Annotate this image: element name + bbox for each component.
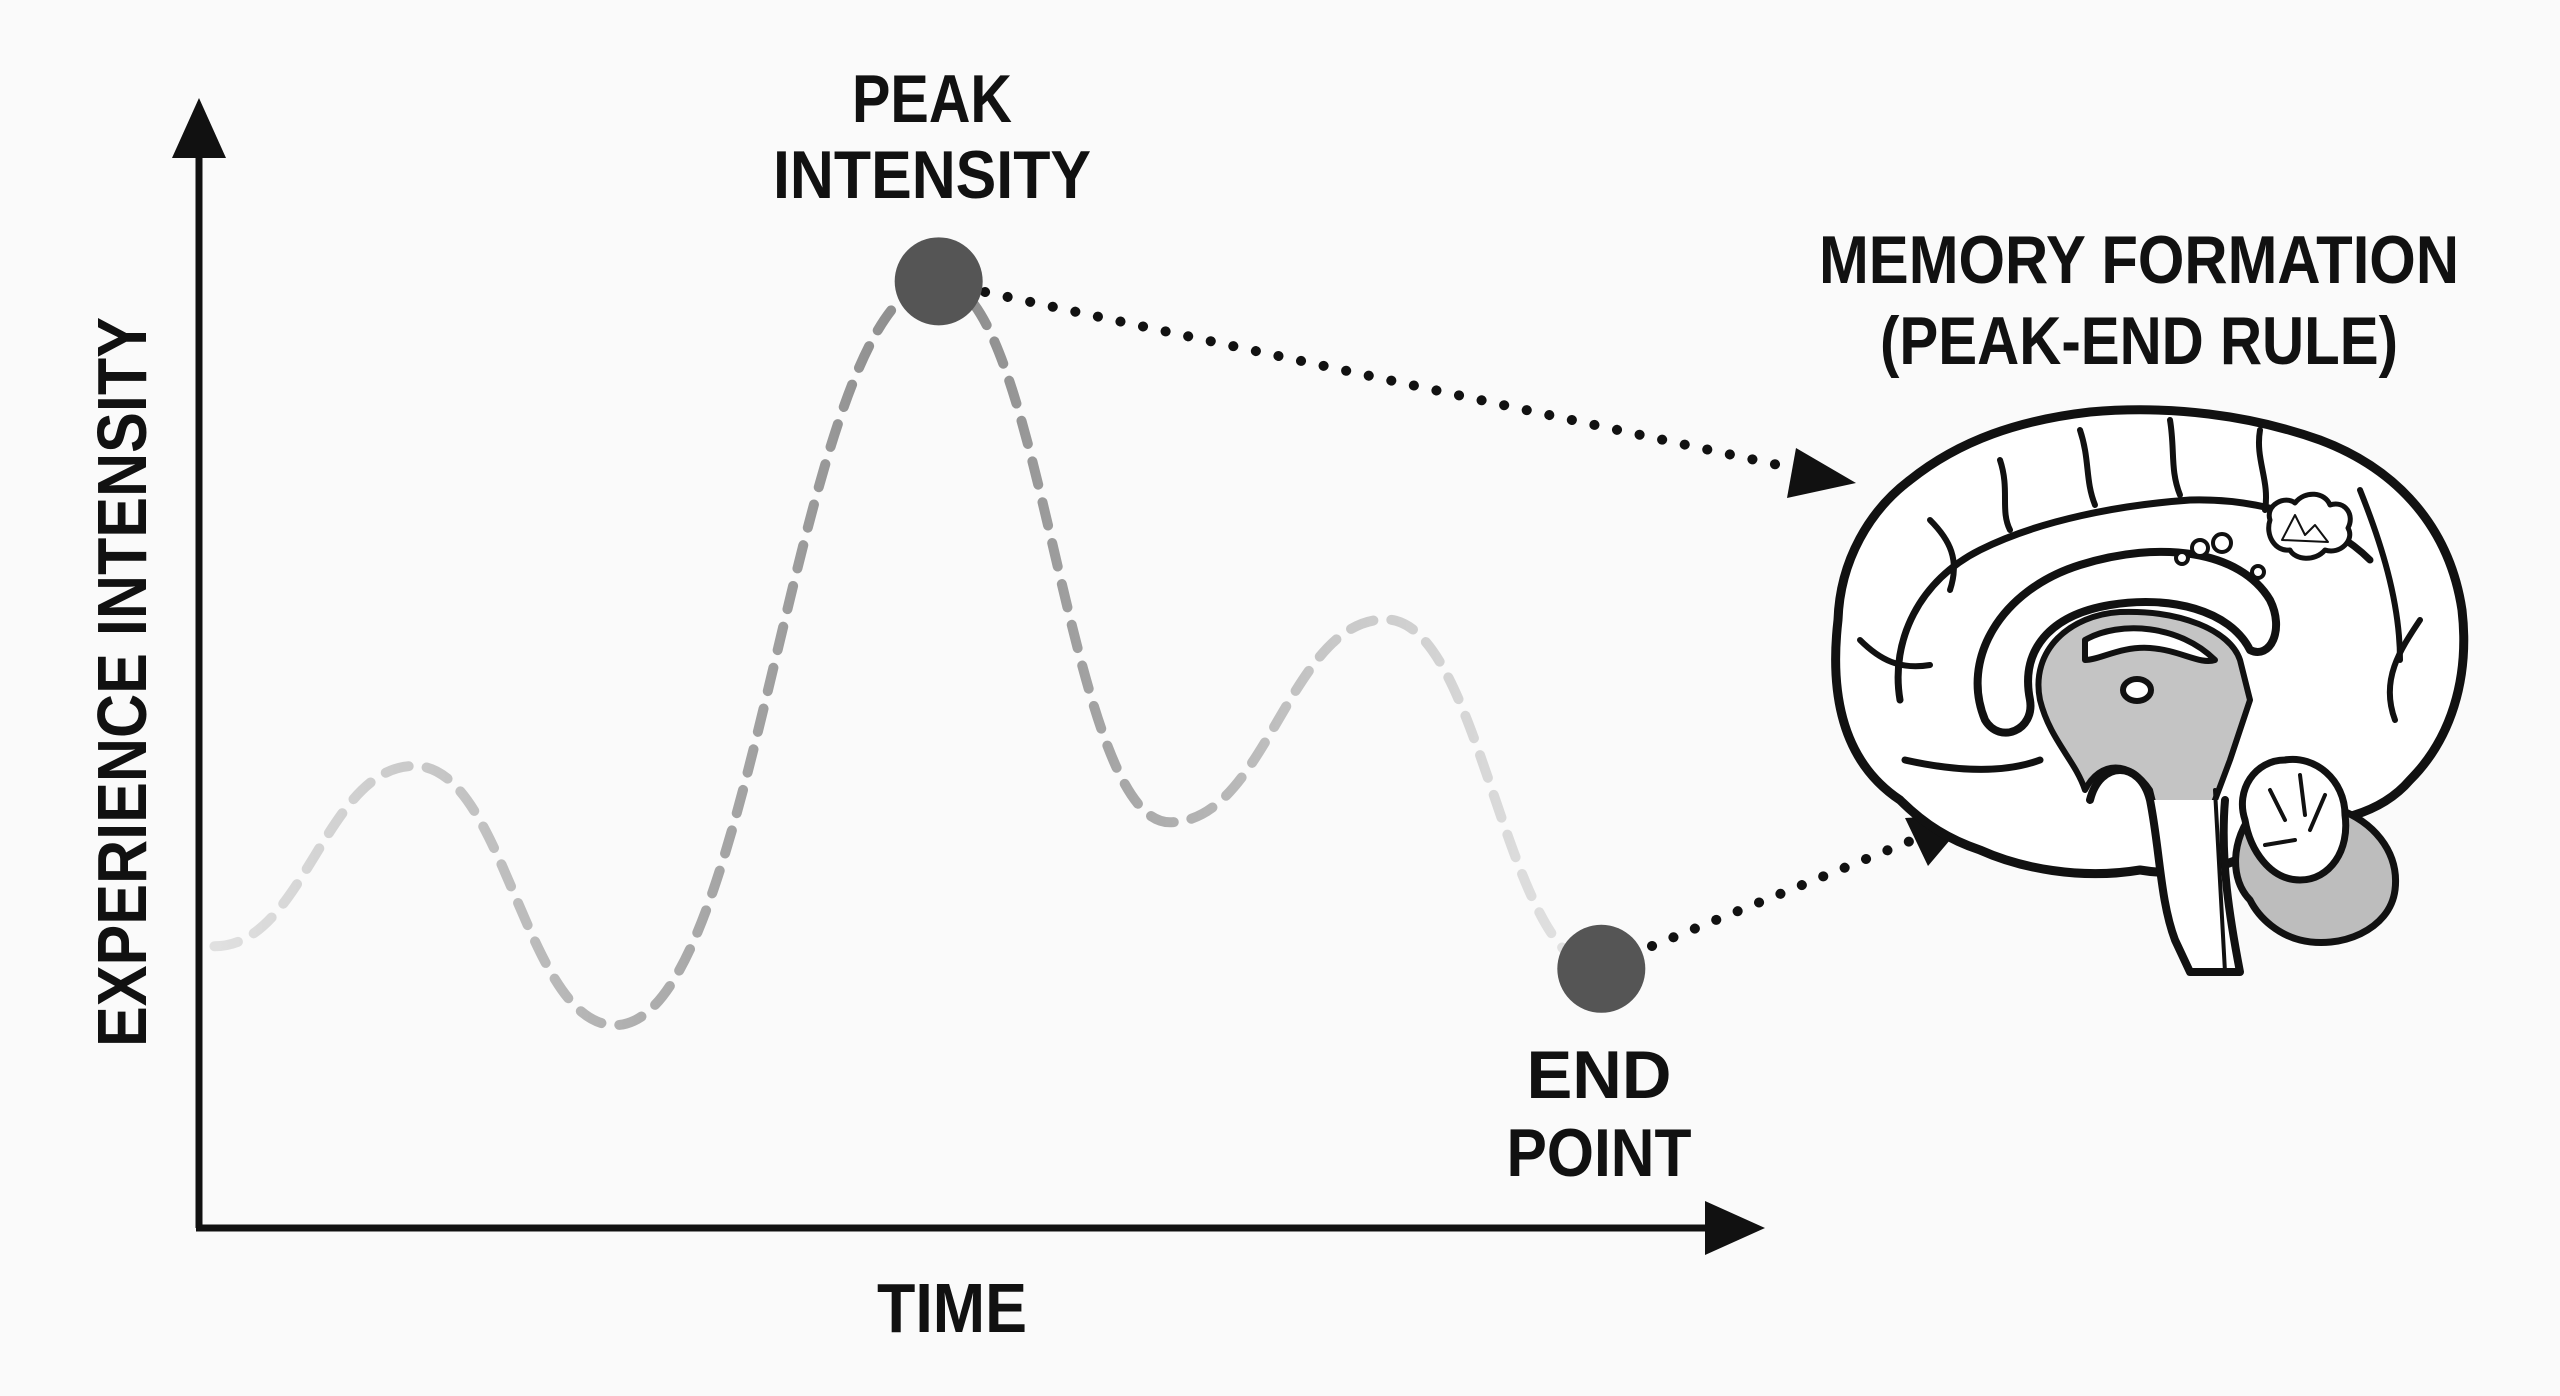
peak-intensity-marker (894, 237, 983, 326)
end-label-line1: END (1527, 1037, 1672, 1113)
peak-label-line2: INTENSITY (773, 137, 1091, 213)
x-axis-label: TIME (877, 1269, 1027, 1347)
experience-curve (209, 276, 1607, 1031)
x-axis (196, 1201, 1765, 1255)
y-axis-arrowhead-icon (172, 98, 226, 158)
end-to-memory-arrow (1647, 814, 1972, 951)
y-axis-label: EXPERIENCE INTENSITY (83, 317, 161, 1047)
x-axis-arrowhead-icon (1705, 1201, 1765, 1255)
arrowhead-icon (1787, 448, 1856, 498)
end-label-line2: POINT (1507, 1115, 1692, 1191)
brain-icon (1831, 405, 2469, 976)
peak-to-memory-arrow (980, 287, 1856, 498)
peak-end-rule-subtitle: (PEAK-END RULE) (1880, 303, 2398, 379)
peak-label-line1: PEAK (852, 61, 1012, 137)
memory-formation-title: MEMORY FORMATION (1819, 222, 2459, 298)
y-axis (172, 98, 226, 1228)
end-point-marker (1557, 924, 1646, 1013)
